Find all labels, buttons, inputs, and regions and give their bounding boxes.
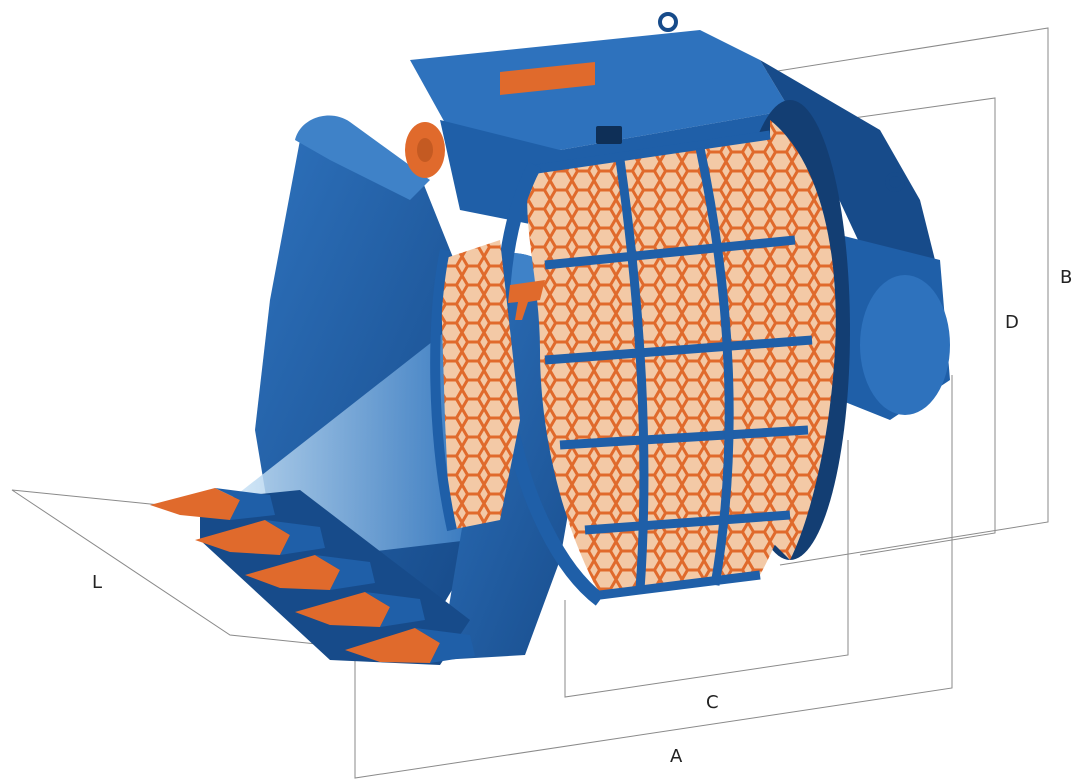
lifting-eye-left [658,12,678,32]
id-plate-icon [596,126,622,144]
left-arm-top [295,115,430,200]
dimension-c-line [564,440,849,698]
drum-frame-bars [529,130,813,600]
top-accent-plate [500,62,595,95]
dimension-d-line [824,97,996,556]
dimension-a-line [354,375,953,779]
dimension-b-line [689,27,1049,566]
brand-logo-icon [508,280,545,320]
dimension-label-l: L [92,572,102,593]
tooth-5 [345,628,475,663]
tooth-3 [245,555,375,590]
bucket-teeth [150,488,475,663]
dimension-lines [11,27,1049,779]
screening-drum [430,100,850,606]
tooth-1 [150,488,275,520]
housing-top [410,30,790,150]
lifting-eye-right [885,172,905,192]
pivot-disc-center [417,138,433,162]
drum-left-ring [430,248,457,532]
drum-back-mesh [770,120,836,560]
tooth-2 [195,520,325,555]
dimension-l-line [11,489,356,649]
dimension-label-b: B [1060,267,1072,288]
dimension-labels: B D L C A [92,267,1072,767]
dimension-label-c: C [706,692,719,713]
drum-left-mesh [440,240,520,530]
drum-body [527,135,815,595]
tooth-4 [295,592,425,627]
drive-cap [860,275,950,415]
dimension-label-d: D [1005,312,1019,333]
dimension-label-a: A [670,746,683,767]
